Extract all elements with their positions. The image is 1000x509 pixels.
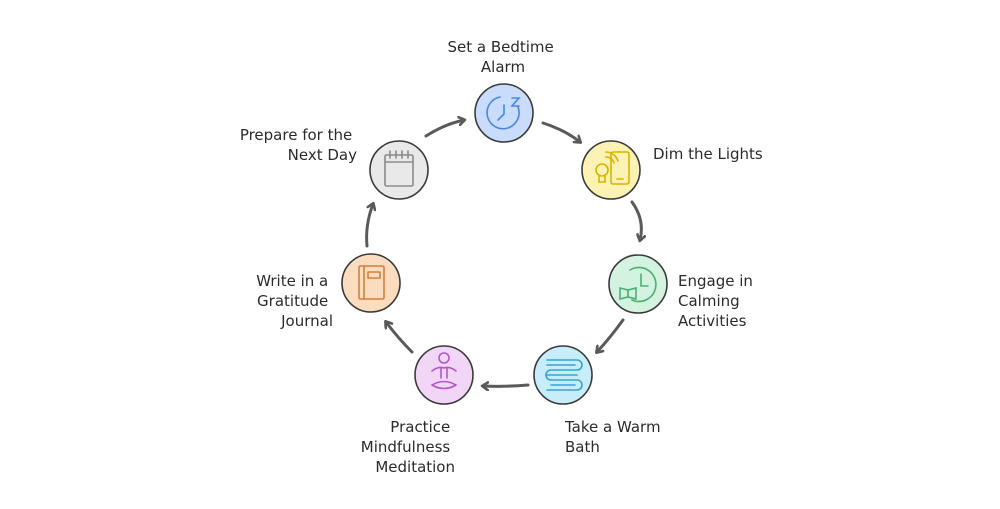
journal-icon: [358, 265, 385, 300]
bath-icon: [545, 359, 583, 391]
step-set-bedtime-alarm: Set a Bedtime Alarm: [447, 38, 558, 143]
clock-book-icon: [619, 266, 657, 303]
step-practice-mindfulness-meditation: Practice Mindfulness Meditation: [361, 345, 474, 476]
step-circle: [369, 140, 429, 200]
step-prepare-next-day: Prepare for the Next Day: [240, 126, 429, 200]
step-take-warm-bath: Take a Warm Bath: [533, 345, 665, 456]
step-engage-calming-activities: Engage in Calming Activities: [608, 254, 758, 330]
step-label: Take a Warm Bath: [564, 418, 665, 456]
step-label: Engage in Calming Activities: [678, 272, 758, 330]
arrow-journal-to-prepare: [365, 204, 373, 248]
step-label: Practice Mindfulness Meditation: [361, 418, 455, 476]
step-label: Dim the Lights: [653, 145, 763, 163]
step-circle: [608, 254, 668, 314]
step-circle: [341, 253, 401, 313]
arrow-alarm-to-lights: [541, 121, 580, 142]
step-label: Write in a Gratitude Journal: [256, 272, 333, 330]
cycle-arrows: [365, 120, 642, 386]
step-circle: [414, 345, 474, 405]
clock-z-icon: [486, 96, 521, 130]
meditation-icon: [431, 352, 457, 390]
arrow-lights-to-calming: [630, 200, 641, 240]
step-label: Prepare for the Next Day: [240, 126, 357, 164]
arrow-calming-to-bath: [597, 318, 625, 352]
arrow-bath-to-meditation: [483, 385, 530, 386]
calendar-icon: [384, 150, 414, 187]
arrow-meditation-to-journal: [386, 322, 414, 354]
step-dim-the-lights: Dim the Lights: [581, 140, 763, 200]
arrow-prepare-to-alarm: [424, 120, 464, 138]
step-label: Set a Bedtime Alarm: [447, 38, 558, 76]
step-write-gratitude-journal: Write in a Gratitude Journal: [256, 253, 401, 330]
bulb-tablet-icon: [595, 151, 630, 185]
